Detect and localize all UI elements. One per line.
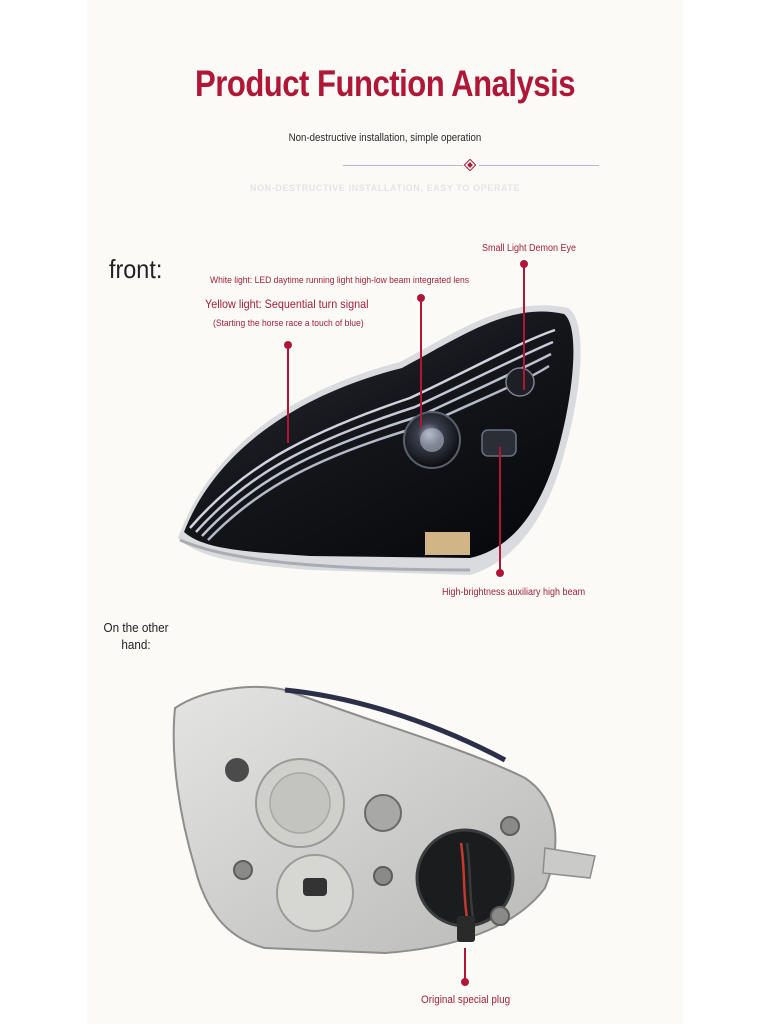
annotation-white-light: White light: LED daytime running light h…	[210, 275, 470, 286]
annotation-plug: Original special plug	[421, 994, 511, 1006]
pointer-dot-plug	[461, 978, 469, 986]
diamond-icon	[464, 159, 476, 171]
page-title: Product Function Analysis	[195, 63, 575, 104]
annotation-aux-beam: High-brightness auxiliary high beam	[442, 587, 586, 598]
headlight-front-image	[178, 305, 581, 575]
pointer-line-small-light	[523, 264, 525, 390]
pointer-dot-aux	[496, 569, 504, 577]
annotation-yellow-note: (Starting the horse race a touch of blue…	[213, 318, 364, 329]
pointer-line-white	[420, 298, 422, 428]
page-subtitle: Non-destructive installation, simple ope…	[288, 132, 482, 144]
watermark-text: NON-DESTRUCTIVE INSTALLATION, EASY TO OP…	[249, 183, 521, 193]
pointer-line-plug	[464, 948, 466, 982]
headlight-back-image	[172, 686, 596, 955]
divider-right	[479, 165, 599, 166]
annotation-small-light: Small Light Demon Eye	[482, 243, 577, 254]
pointer-line-yellow	[287, 345, 289, 443]
annotation-yellow-light: Yellow light: Sequential turn signal	[205, 297, 369, 311]
divider-left	[343, 165, 463, 166]
front-section-label: front:	[109, 254, 163, 284]
back-section-label: On the other hand:	[103, 620, 169, 652]
pointer-line-aux	[499, 447, 501, 573]
